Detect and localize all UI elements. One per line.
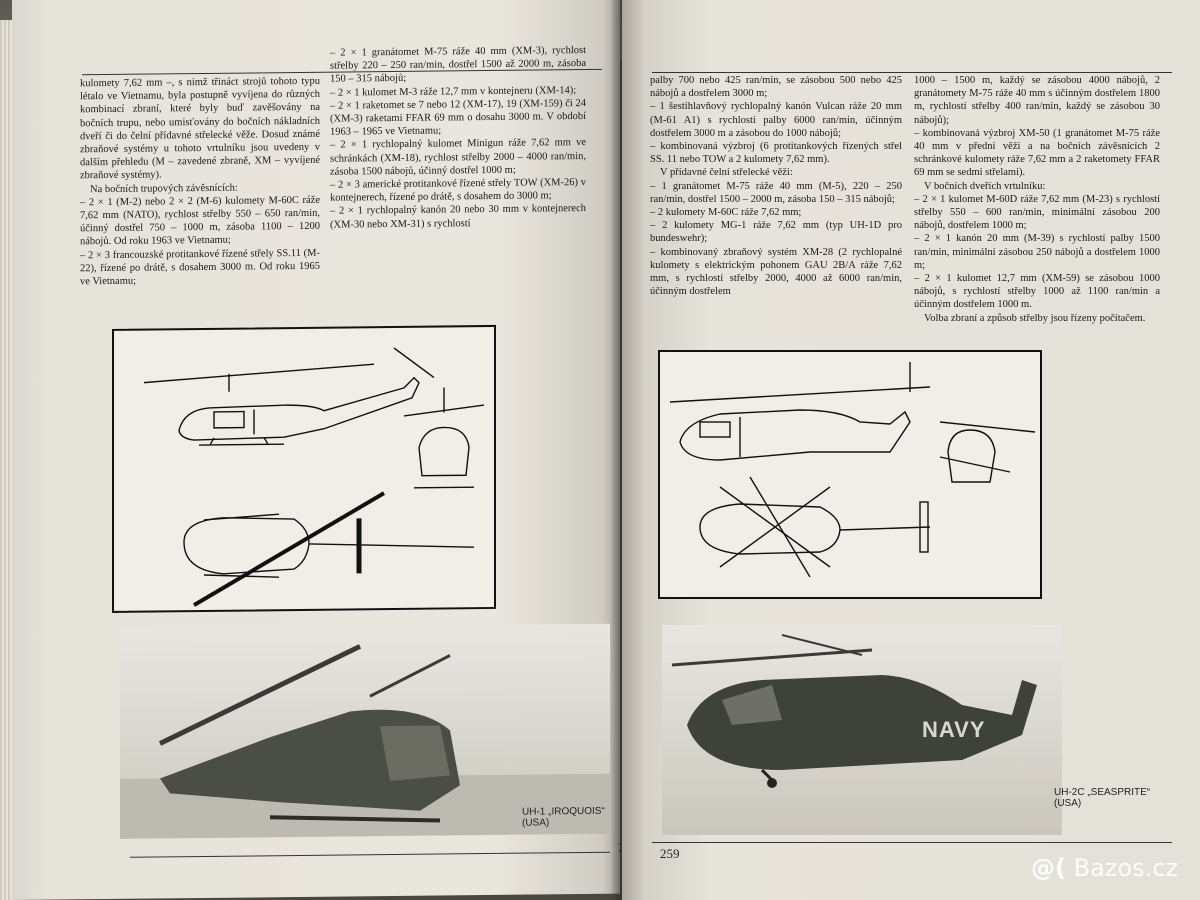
photo-caption: UH-1 „IROQUOIS“ (USA) [522,805,605,829]
helicopter-photo-uh2: NAVY [662,625,1062,835]
paragraph: – 1 šestihlavňový rychlopalný kanón Vulc… [650,101,902,139]
left-page: kulomety 7,62 mm –, s nimž třináct stroj… [12,0,620,900]
left-column-2: – 2 × 1 granátomet M-75 ráže 40 mm (XM-3… [330,44,586,232]
helicopter-line-drawing-icon [143,347,485,607]
right-page: palby 700 nebo 425 ran/min, se zásobou 5… [622,0,1200,900]
right-column-1: palby 700 nebo 425 ran/min, se zásobou 5… [650,74,902,298]
paragraph: 1000 – 1500 m, každý se zásobou 4000 náb… [914,75,1160,126]
paragraph: – 2 × 1 raketomet se 7 nebo 12 (XM-17), … [330,97,586,138]
paragraph: kulomety 7,62 mm –, s nimž třináct stroj… [80,75,320,182]
right-column-2: 1000 – 1500 m, každý se zásobou 4000 náb… [914,74,1160,325]
paragraph: – 2 × 1 kanón 20 mm (M-39) s rychlostí p… [914,233,1160,271]
paragraph: – 1 granátomet M-75 ráže 40 mm (M-5), 22… [650,180,902,205]
paragraph: – 2 kulomety M-60C ráže 7,62 mm; [650,207,802,219]
paragraph: Volba zbraní a způsob střelby jsou řízen… [924,312,1146,324]
paragraph: – 2 × 1 granátomet M-75 ráže 40 mm (XM-3… [330,44,586,86]
photo-caption: UH-2C „SEASPRITE“ (USA) [1054,787,1151,809]
paragraph: – kombinovaná výzbroj XM-50 (1 granátome… [914,127,1160,179]
paragraph: V bočních dveřích vrtulníku: [924,180,1046,192]
paragraph: – kombinovaná výzbroj (6 protitankových … [650,141,902,166]
helicopter-drawing-uh2 [658,350,1042,599]
helicopter-drawing-uh1 [112,324,496,613]
helicopter-photo-icon [671,634,1037,788]
paragraph: – 2 kulomety MG-1 ráže 7,62 mm (typ UH-1… [650,220,902,245]
paragraph: – 2 × 3 americké protitankové řízené stř… [330,177,586,204]
paragraph: – kombinovaný zbraňový systém XM-28 (2 r… [650,246,902,298]
footer-rule [652,842,1172,843]
watermark-text: Bazos.cz [1073,854,1178,882]
helicopter-photo-uh1 [120,623,610,839]
helicopter-photo-icon [120,644,610,839]
paragraph: – 2 × 1 rychlopalný kulomet Minigun ráže… [330,137,586,178]
paragraph: – 2 × 1 kulomet M-60D ráže 7,62 mm (M-23… [914,193,1160,232]
left-column-1: kulomety 7,62 mm –, s nimž třináct stroj… [80,75,320,289]
paragraph: – 2 × 1 kulomet 12,7 mm (XM-59) se zásob… [914,273,1160,311]
photo-label: NAVY [922,717,986,742]
page-number: 259 [660,846,680,861]
paragraph: V přídavné čelní střelecké věži: [660,167,793,179]
bazos-logo-icon: @( [1031,854,1066,882]
paragraph: – 2 × 3 francouzské protitankové řízené … [80,247,320,288]
book-page-edges [0,20,14,900]
header-rule [652,72,1172,73]
watermark: @( Bazos.cz [1031,854,1178,882]
paragraph: palby 700 nebo 425 ran/min, se zásobou 5… [650,75,902,100]
paragraph: – 2 × 1 rychlopalný kanón 20 nebo 30 mm … [330,203,586,231]
footer-rule [130,851,610,858]
helicopter-line-drawing-icon [669,362,1036,578]
paragraph: – 2 × 1 (M-2) nebo 2 × 2 (M-6) kulomety … [80,194,320,248]
